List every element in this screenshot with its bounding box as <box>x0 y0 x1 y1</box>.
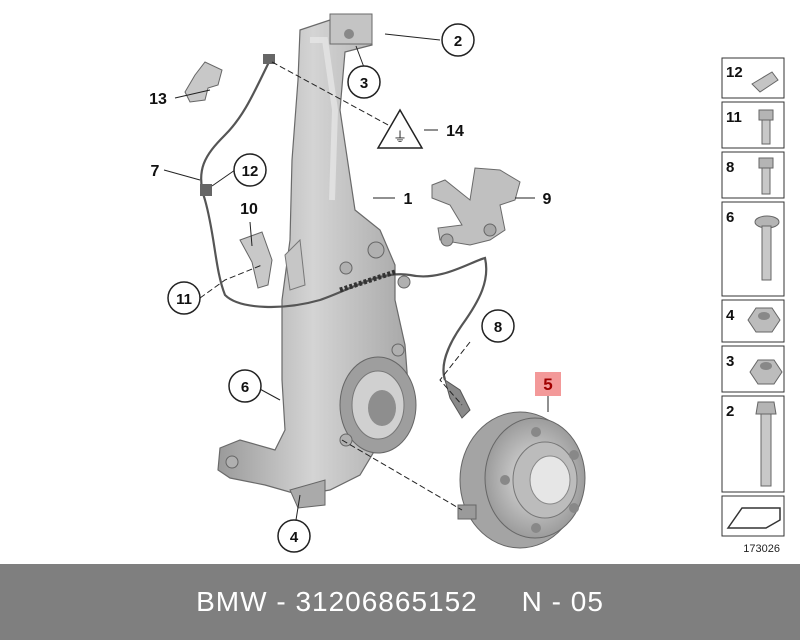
footer-separator: - <box>267 586 296 617</box>
callout-5[interactable]: 5 <box>535 372 561 396</box>
parts-legend: 12 11 8 6 4 3 <box>721 57 785 555</box>
cable-clip <box>184 61 223 103</box>
svg-text:6: 6 <box>241 379 249 396</box>
callout-13[interactable]: 13 <box>149 91 167 108</box>
footer-bar: BMW - 31206865152 N - 05 <box>0 564 800 640</box>
wheel-hub <box>457 411 586 549</box>
callout-9[interactable]: 9 <box>543 191 552 208</box>
legend-item-3[interactable]: 3 <box>721 345 785 393</box>
svg-text:3: 3 <box>360 75 368 92</box>
legend-item-12[interactable]: 12 <box>721 57 785 99</box>
callout-7[interactable]: 7 <box>151 163 160 180</box>
callout-3[interactable]: 3 <box>347 65 381 99</box>
callout-2[interactable]: 2 <box>441 23 475 57</box>
steering-knuckle <box>217 13 417 509</box>
callout-8[interactable]: 8 <box>481 309 515 343</box>
svg-text:9: 9 <box>543 191 552 208</box>
svg-text:4: 4 <box>290 529 299 546</box>
svg-text:3: 3 <box>726 353 734 370</box>
legend-item-8[interactable]: 8 <box>721 151 785 199</box>
svg-text:1: 1 <box>404 191 413 208</box>
svg-text:13: 13 <box>149 91 167 108</box>
svg-text:11: 11 <box>176 291 192 308</box>
legend-item-11[interactable]: 11 <box>721 101 785 149</box>
legend-item-4[interactable]: 4 <box>721 299 785 343</box>
callout-14[interactable]: ⏚ 14 <box>376 108 464 149</box>
svg-text:2: 2 <box>726 403 734 420</box>
svg-text:12: 12 <box>726 64 743 81</box>
svg-text:10: 10 <box>240 201 258 218</box>
callout-1[interactable]: 1 <box>404 191 413 208</box>
svg-text:8: 8 <box>494 319 502 336</box>
footer-part-number: 31206865152 <box>295 586 478 617</box>
legend-arrow-box[interactable] <box>721 495 785 537</box>
arrow-icon <box>726 507 781 529</box>
svg-text:2: 2 <box>454 33 462 50</box>
svg-text:11: 11 <box>726 109 742 126</box>
callout-4[interactable]: 4 <box>277 519 311 553</box>
svg-text:12: 12 <box>242 163 259 180</box>
callout-12[interactable]: 12 <box>233 153 267 187</box>
sensor-holder <box>239 231 273 289</box>
legend-item-6[interactable]: 6 <box>721 201 785 297</box>
sensor-bracket <box>431 167 521 247</box>
footer-gap <box>478 586 522 618</box>
legend-item-2[interactable]: 2 <box>721 395 785 493</box>
plug-icon: ⏚ <box>393 129 407 145</box>
svg-text:14: 14 <box>446 123 464 140</box>
parts-diagram: 2 3 13 ⏚ 14 7 12 1 9 10 11 8 6 5 <box>149 13 785 555</box>
callout-11[interactable]: 11 <box>167 281 201 315</box>
callout-6[interactable]: 6 <box>228 369 262 403</box>
diagram-number: 173026 <box>743 543 780 555</box>
sensor-cable <box>200 54 488 419</box>
svg-text:5: 5 <box>543 375 552 394</box>
svg-text:7: 7 <box>151 163 160 180</box>
footer-position: N - 05 <box>521 586 604 617</box>
svg-text:8: 8 <box>726 159 734 176</box>
footer-brand: BMW <box>196 586 268 617</box>
callout-10[interactable]: 10 <box>240 201 258 218</box>
svg-text:4: 4 <box>726 307 735 324</box>
svg-text:6: 6 <box>726 209 734 226</box>
